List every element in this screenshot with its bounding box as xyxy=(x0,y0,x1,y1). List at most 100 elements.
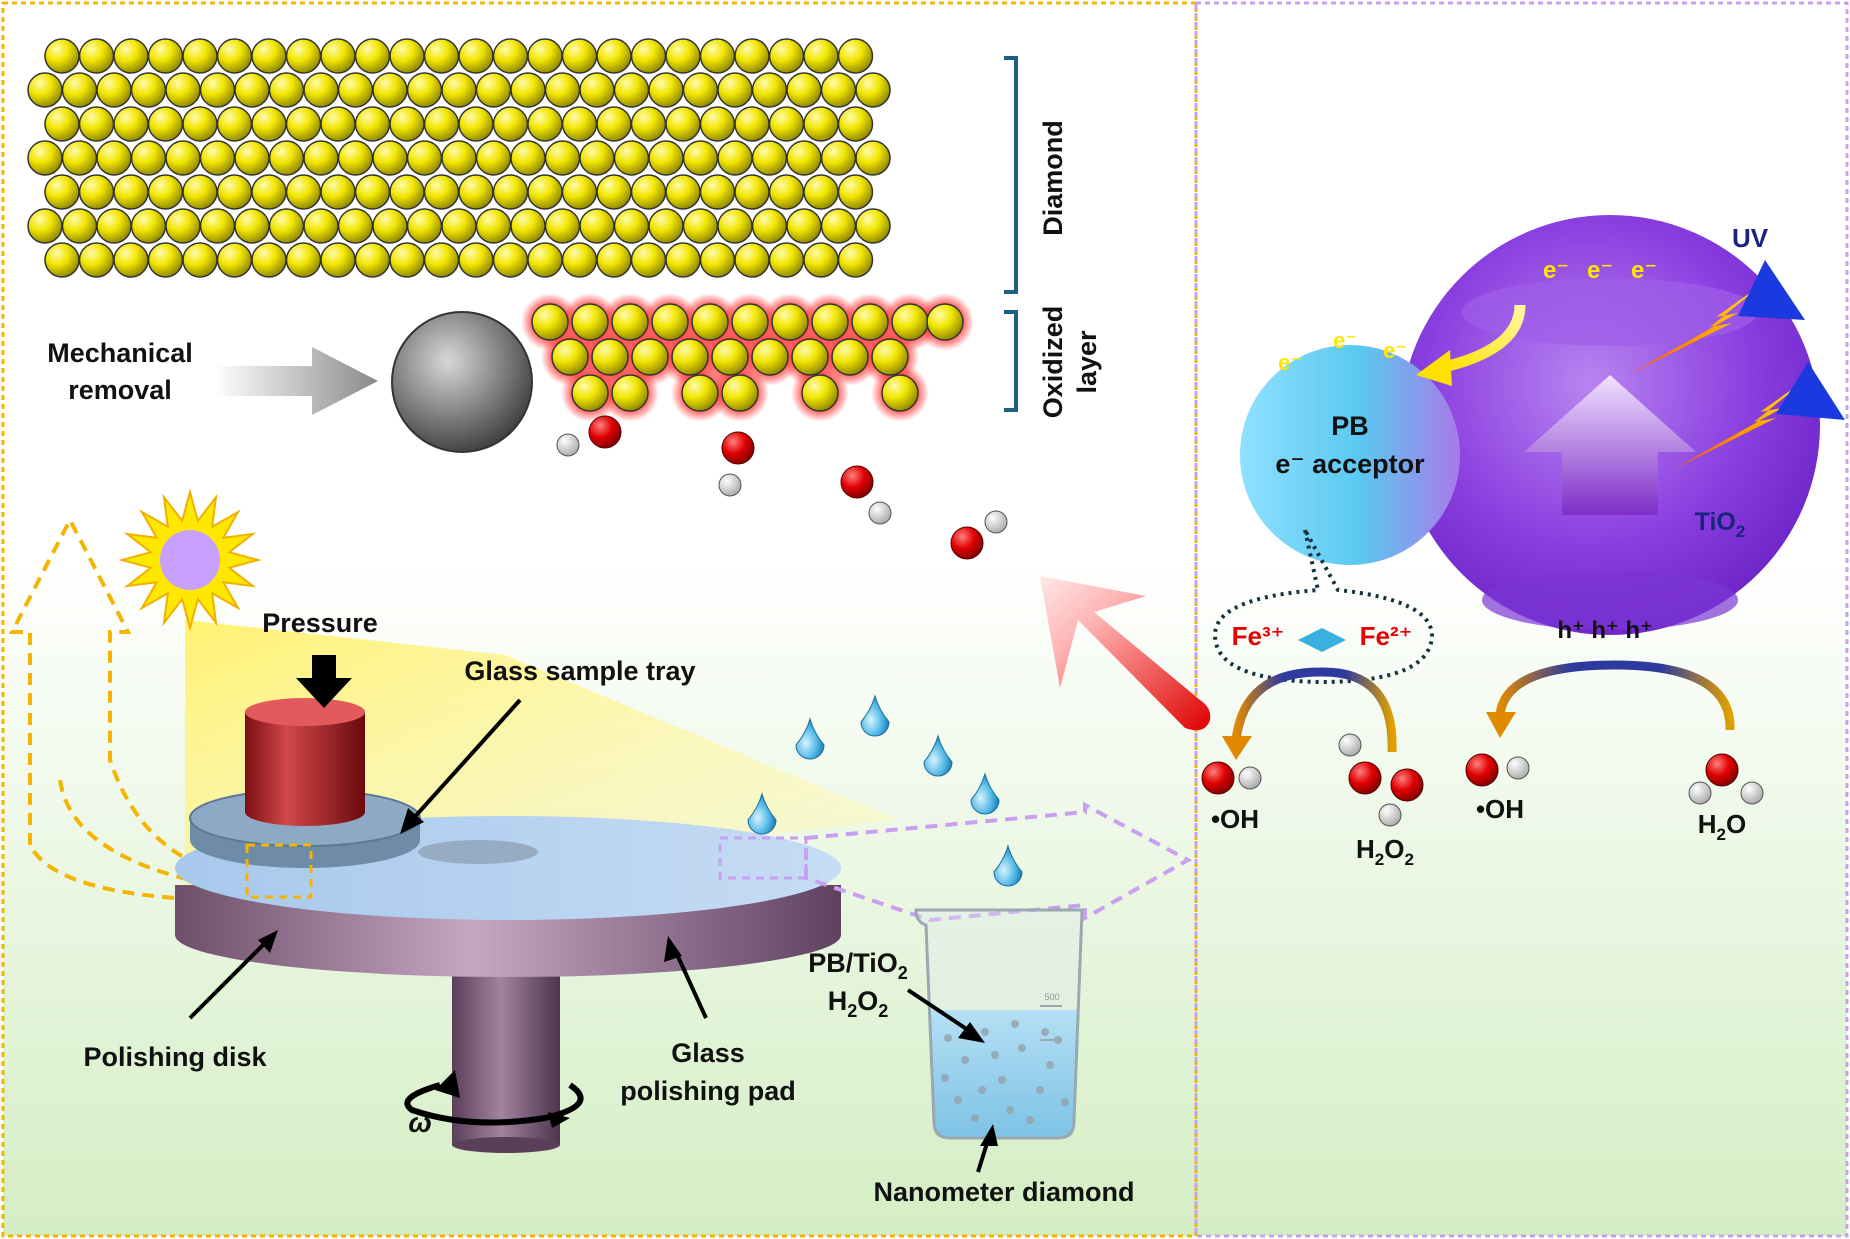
diamond-atom xyxy=(234,72,270,108)
slurry-pointer xyxy=(906,988,970,1032)
nanometer-diamond-particles xyxy=(941,1020,1069,1124)
glass-tray-pointer-head xyxy=(400,808,424,834)
diamond-atom xyxy=(630,106,667,142)
diamond-atom xyxy=(372,72,408,108)
pb-electron-2: e⁻ xyxy=(1333,328,1357,353)
oxidized-atom xyxy=(791,338,829,376)
diamond-atom xyxy=(768,38,805,74)
diamond-atom xyxy=(285,174,322,210)
slurry-droplet xyxy=(970,772,1000,815)
oxidized-atom xyxy=(811,303,849,341)
slurry-droplets xyxy=(747,694,1023,887)
diamond-atom xyxy=(389,106,425,142)
diamond-atom xyxy=(78,106,115,142)
diamond-atom xyxy=(786,140,822,176)
spindle-bottom xyxy=(452,1137,560,1153)
diamond-atom xyxy=(441,72,477,108)
diamond-atom xyxy=(855,140,891,176)
diamond-atom xyxy=(423,174,460,210)
diamond-atom xyxy=(820,72,857,108)
diamond-atom xyxy=(458,242,494,278)
zoom-box-left xyxy=(245,843,313,899)
diamond-atom xyxy=(303,72,339,108)
diamond-atom xyxy=(561,174,598,210)
diamond-atom xyxy=(458,38,494,74)
diamond-atom xyxy=(268,208,305,244)
diamond-atom xyxy=(147,242,184,278)
pb-reaction-curve xyxy=(1231,667,1397,753)
diamond-atom xyxy=(527,38,563,74)
diamond-atom xyxy=(751,72,788,108)
oxidized-atom xyxy=(631,338,669,376)
diamond-atom xyxy=(561,38,598,74)
polishing-disk-pointer-head xyxy=(258,930,278,953)
diamond-atom xyxy=(78,38,115,74)
hydroxyl-2-oxygen xyxy=(721,431,755,465)
diamond-atom xyxy=(665,38,701,74)
oh-radical-1-oxygen xyxy=(1201,761,1235,795)
slurry-label-line1: PB/TiO2 xyxy=(808,948,908,983)
diamond-atom xyxy=(561,106,598,142)
nanodiamond-particle xyxy=(1061,1098,1069,1106)
glass-tray-pointer xyxy=(410,698,522,822)
diamond-atom xyxy=(527,174,563,210)
diamond-atom xyxy=(44,242,80,278)
diamond-atom xyxy=(113,38,149,74)
slurry-droplet xyxy=(860,694,890,737)
oxidized-bracket xyxy=(1004,310,1018,412)
nanodiamond-particle xyxy=(944,1034,952,1042)
diamond-atom xyxy=(147,38,184,74)
diamond-atom xyxy=(113,242,149,278)
polishing-pad-pointer-head xyxy=(664,936,682,962)
diamond-atom xyxy=(389,38,425,74)
diamond-atom xyxy=(389,242,425,278)
h2o2-o1-oxygen xyxy=(1348,761,1382,795)
oxidized-label-line2: layer xyxy=(1072,330,1102,394)
diamond-atom xyxy=(544,72,581,108)
diamond-atom xyxy=(527,106,563,142)
diamond-atom xyxy=(441,208,477,244)
diamond-atom xyxy=(475,208,512,244)
diamond-atom xyxy=(406,208,443,244)
diamond-atom xyxy=(216,38,253,74)
diamond-atom xyxy=(199,140,236,176)
mechanical-label-line1: Mechanical xyxy=(47,338,193,368)
diamond-atom xyxy=(682,140,719,176)
diamond-atom xyxy=(837,242,874,278)
diamond-atom xyxy=(423,106,460,142)
diamond-atom xyxy=(510,72,546,108)
diamond-atom xyxy=(27,72,63,108)
diamond-atom xyxy=(492,242,529,278)
diamond-atom xyxy=(682,72,719,108)
nanodiamond-particle xyxy=(978,1086,986,1094)
diamond-atom xyxy=(285,106,322,142)
diamond-atom xyxy=(182,242,218,278)
diamond-atom xyxy=(803,242,839,278)
diamond-atom xyxy=(458,106,494,142)
diamond-atom xyxy=(130,72,167,108)
diamond-atom xyxy=(354,106,391,142)
diamond-atom xyxy=(320,174,356,210)
diamond-atom xyxy=(596,242,632,278)
diamond-atom xyxy=(423,242,460,278)
diamond-atom xyxy=(768,242,805,278)
hydroxyl-3-hydrogen xyxy=(868,501,892,525)
oxidized-atom xyxy=(801,374,839,412)
diamond-atom xyxy=(165,140,201,176)
diamond-atom xyxy=(96,208,132,244)
diamond-atom xyxy=(96,140,132,176)
diamond-atom xyxy=(216,242,253,278)
diamond-atom xyxy=(803,38,839,74)
pressure-cylinder-top xyxy=(245,698,365,726)
slurry-droplet xyxy=(747,792,777,835)
diamond-atom xyxy=(630,242,667,278)
diamond-atom xyxy=(751,140,788,176)
pad-spot xyxy=(418,840,538,864)
h2o2-hydrogen-2 xyxy=(1378,803,1402,827)
nanodiamond-particle xyxy=(1006,1106,1014,1114)
oh-label-1: •OH xyxy=(1211,804,1259,834)
pb-acceptor-label: e⁻ acceptor xyxy=(1275,449,1425,479)
tio2-reaction-curve-head xyxy=(1486,712,1516,738)
glass-sample-tray-label: Glass sample tray xyxy=(464,656,695,686)
